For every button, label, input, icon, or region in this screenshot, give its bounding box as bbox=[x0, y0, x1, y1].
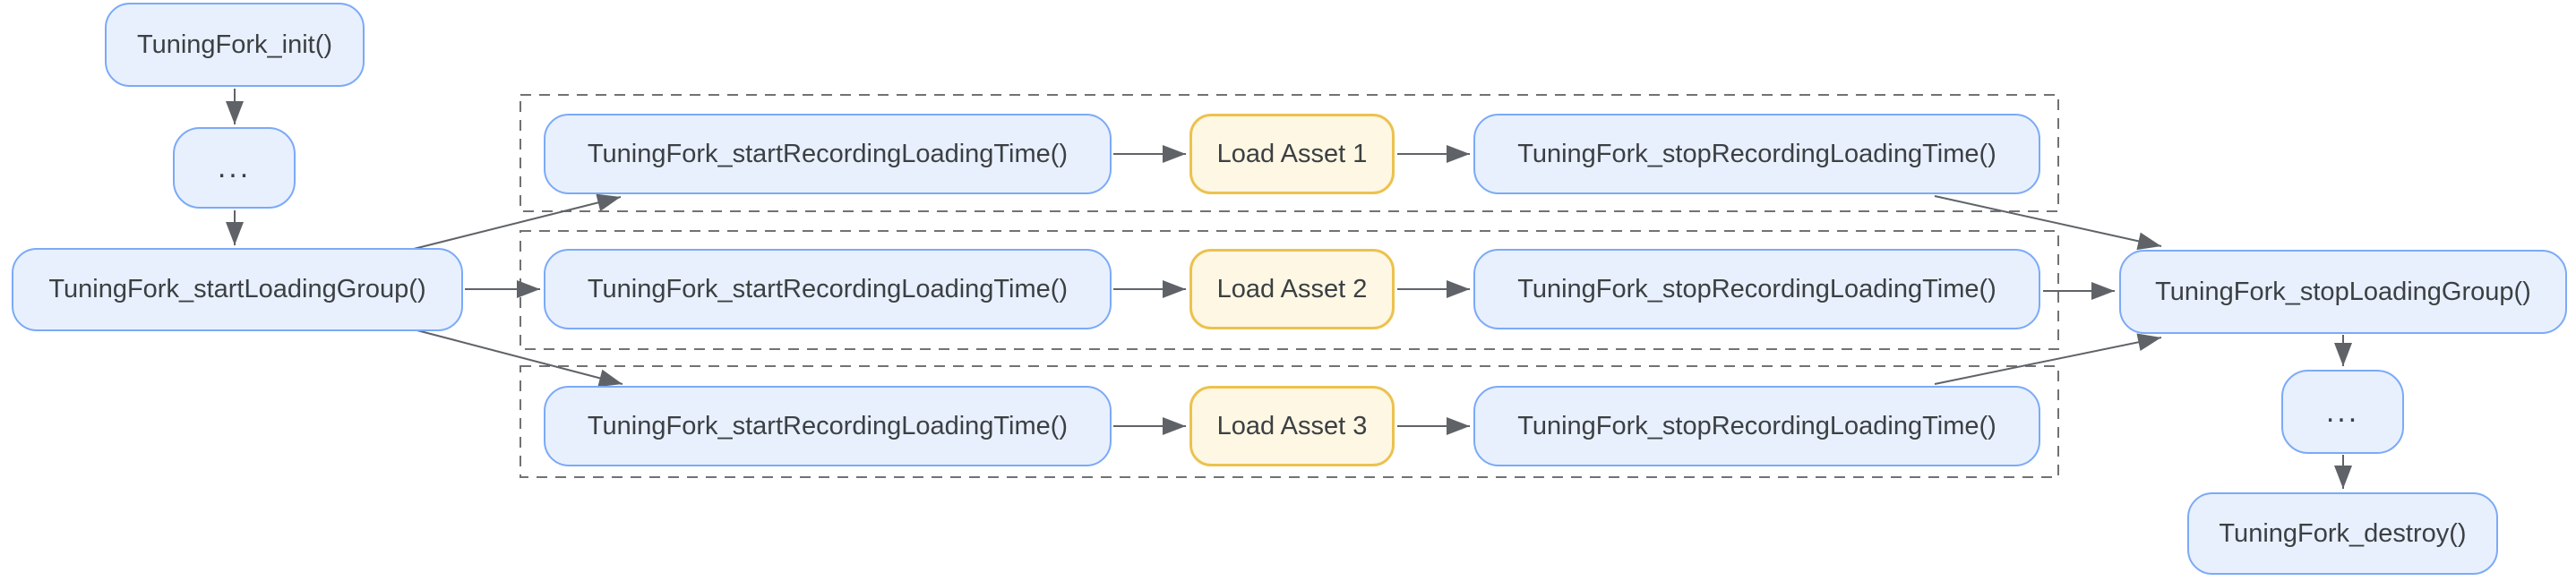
node-start-recording-row3: TuningFork_startRecordingLoadingTime() bbox=[544, 386, 1112, 466]
node-ellipsis-top: ... bbox=[173, 127, 296, 209]
node-label: TuningFork_init() bbox=[136, 30, 333, 59]
node-label: Load Asset 1 bbox=[1216, 139, 1368, 168]
edge-row3-to-stop-loading-group bbox=[1934, 333, 2162, 385]
node-label: TuningFork_startLoadingGroup() bbox=[48, 275, 426, 303]
node-label: TuningFork_startRecordingLoadingTime() bbox=[587, 274, 1069, 303]
node-ellipsis-bottom: ... bbox=[2281, 370, 2404, 454]
node-stop-recording-row1: TuningFork_stopRecordingLoadingTime() bbox=[1473, 114, 2040, 194]
node-tuningfork-destroy: TuningFork_destroy() bbox=[2187, 492, 2498, 575]
node-label: TuningFork_startRecordingLoadingTime() bbox=[587, 411, 1069, 440]
node-label: TuningFork_stopLoadingGroup() bbox=[2155, 277, 2531, 306]
node-label: TuningFork_stopRecordingLoadingTime() bbox=[1517, 274, 1996, 303]
node-label: TuningFork_stopRecordingLoadingTime() bbox=[1517, 411, 1996, 440]
node-label: TuningFork_destroy() bbox=[2219, 518, 2467, 548]
node-tuningfork-init: TuningFork_init() bbox=[105, 3, 365, 87]
node-start-recording-row1: TuningFork_startRecordingLoadingTime() bbox=[544, 114, 1112, 194]
node-label: Load Asset 2 bbox=[1216, 274, 1368, 303]
node-load-asset-2: Load Asset 2 bbox=[1189, 249, 1395, 329]
node-label: Load Asset 3 bbox=[1216, 411, 1368, 440]
node-label: TuningFork_stopRecordingLoadingTime() bbox=[1517, 139, 1996, 168]
node-load-asset-1: Load Asset 1 bbox=[1189, 114, 1395, 194]
node-start-loading-group: TuningFork_startLoadingGroup() bbox=[12, 248, 463, 331]
node-label: ... bbox=[2325, 394, 2360, 429]
node-label: ... bbox=[217, 150, 252, 184]
edge-start-loading-group-to-row1 bbox=[409, 193, 622, 251]
node-start-recording-row2: TuningFork_startRecordingLoadingTime() bbox=[544, 249, 1112, 329]
node-stop-loading-group: TuningFork_stopLoadingGroup() bbox=[2119, 250, 2567, 334]
node-stop-recording-row3: TuningFork_stopRecordingLoadingTime() bbox=[1473, 386, 2040, 466]
edge-row1-to-stop-loading-group bbox=[1934, 195, 2162, 251]
node-stop-recording-row2: TuningFork_stopRecordingLoadingTime() bbox=[1473, 249, 2040, 329]
node-load-asset-3: Load Asset 3 bbox=[1189, 386, 1395, 466]
node-label: TuningFork_startRecordingLoadingTime() bbox=[587, 139, 1069, 168]
edge-start-loading-group-to-row3 bbox=[409, 328, 623, 388]
